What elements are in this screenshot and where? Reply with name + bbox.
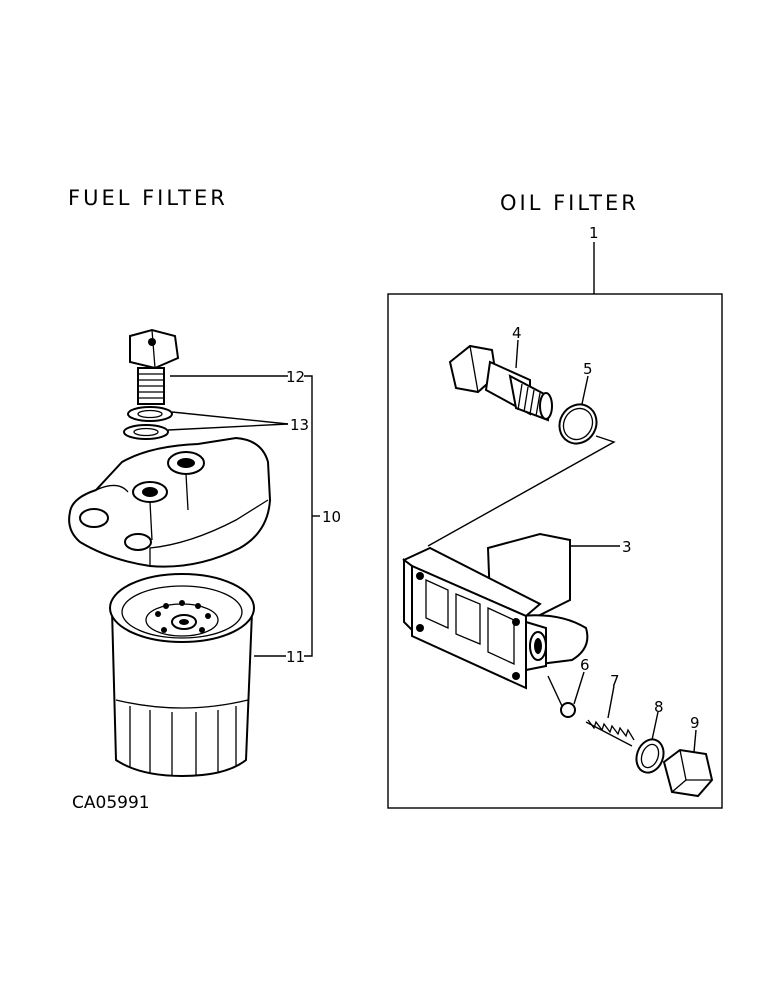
callout-8: 8 (654, 698, 664, 716)
callout-13: 13 (290, 416, 309, 434)
banjo-bolt (129, 328, 180, 405)
callout-1: 1 (589, 224, 599, 242)
sealing-washers (123, 406, 173, 440)
callout-6: 6 (580, 656, 590, 674)
callout-4: 4 (512, 324, 522, 342)
fuel-filter-cartridge (109, 573, 255, 778)
o-ring (558, 403, 598, 445)
check-ball (560, 702, 576, 718)
relief-spring (585, 719, 635, 747)
oil-filter-title: OIL FILTER (500, 191, 639, 215)
fuel-filter-assembly (68, 328, 320, 778)
oil-filter-assembly (387, 242, 723, 809)
callout-7: 7 (610, 672, 620, 690)
callout-12: 12 (286, 368, 305, 386)
callout-5: 5 (583, 360, 593, 378)
drawing-code: CA05991 (72, 793, 150, 813)
callout-11: 11 (286, 648, 305, 666)
callout-3: 3 (622, 538, 632, 556)
callout-10: 10 (322, 508, 341, 526)
oil-filter-frame (387, 293, 723, 809)
drain-plug (662, 748, 714, 798)
filter-head (68, 436, 272, 568)
oil-filter-housing (402, 532, 589, 690)
copper-washer (635, 738, 665, 774)
callout-9: 9 (690, 714, 700, 732)
union-bolt (448, 344, 553, 422)
fuel-filter-title: FUEL FILTER (68, 186, 228, 210)
